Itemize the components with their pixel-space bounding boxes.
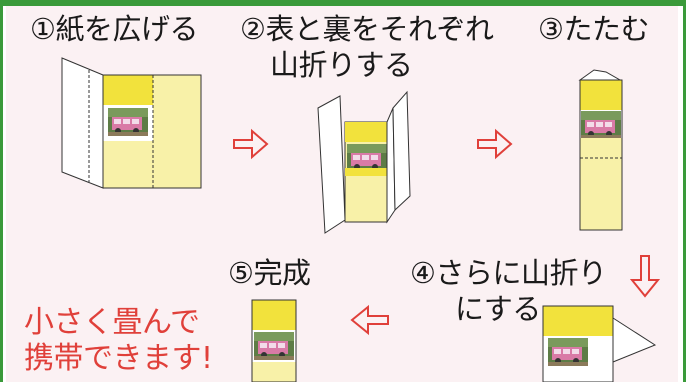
step-1-illustration [61, 57, 202, 189]
slogan-line2: 携帯できます! [24, 341, 213, 376]
slogan-line1: 小さく畳んで [24, 305, 200, 340]
step-3-illustration [578, 69, 623, 231]
step-4-illustration [542, 305, 657, 382]
step-5-label: ⑤完成 [228, 256, 311, 290]
step-3-label: ③たたむ [538, 12, 650, 46]
left-arrow-icon [350, 304, 389, 336]
right-arrow-icon [477, 128, 513, 160]
step-4-label-line2: にする [455, 292, 541, 326]
step-2-illustration [317, 90, 411, 234]
step-1-label: ①紙を広げる [30, 12, 199, 46]
step-5-illustration [251, 299, 297, 382]
step-4-label-line1: ④さらに山折り [410, 256, 607, 290]
down-arrow-icon [629, 255, 661, 298]
step-2-label-line2: 山折りする [270, 48, 413, 82]
right-arrow-icon [233, 128, 269, 160]
step-2-label-line1: ②表と裏をそれぞれ [240, 12, 494, 46]
